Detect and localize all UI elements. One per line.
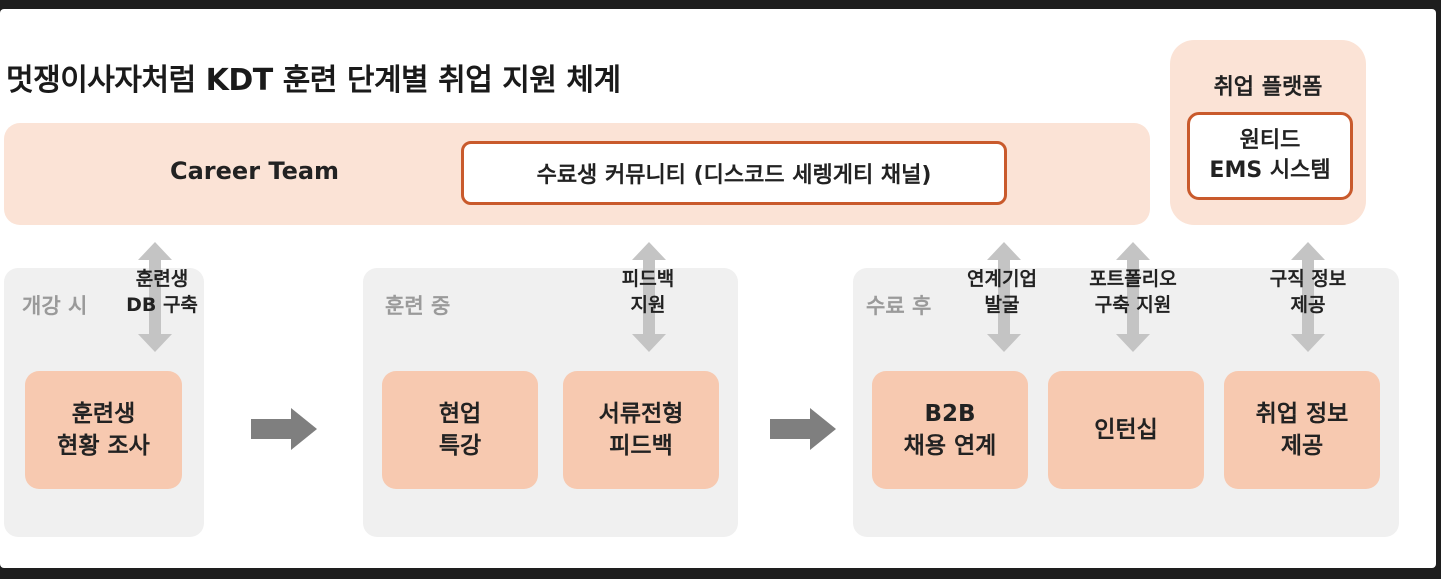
connector-label-partners: 연계기업 발굴 <box>967 267 1037 318</box>
step-job-info: 취업 정보 제공 <box>1224 371 1380 489</box>
right-arrow-icon <box>251 408 317 450</box>
step-line: 제공 <box>1280 433 1324 459</box>
connector-label-jobinfo: 구직 정보 제공 <box>1270 267 1347 318</box>
page-title: 멋쟁이사자처럼 KDT 훈련 단계별 취업 지원 체계 <box>6 63 621 98</box>
step-document-feedback: 서류전형 피드백 <box>563 371 719 489</box>
connector-line: 포트폴리오 <box>1089 268 1177 290</box>
platform-box-line1: 원티드 <box>1239 128 1301 154</box>
connector-line: 연계기업 <box>967 268 1037 290</box>
connector-line: 발굴 <box>984 293 1020 316</box>
double-arrow-icon <box>1116 242 1150 352</box>
step-line: 인턴십 <box>1094 416 1158 443</box>
step-b2b-hiring: B2B 채용 연계 <box>872 371 1028 489</box>
community-box: 수료생 커뮤니티 (디스코드 세렝게티 채널) <box>461 141 1007 205</box>
connector-line: 제공 <box>1290 293 1326 316</box>
double-arrow-icon <box>138 242 172 352</box>
slide: 멋쟁이사자처럼 KDT 훈련 단계별 취업 지원 체계 Career Team … <box>0 9 1436 568</box>
connector-line: 구직 정보 <box>1269 268 1347 290</box>
connector-line: 피드백 <box>621 268 675 290</box>
connector-label-feedback: 피드백 지원 <box>622 267 674 318</box>
connector-line: 구축 지원 <box>1094 293 1172 316</box>
connector-line: 훈련생 <box>135 268 189 290</box>
step-line: 현황 조사 <box>57 433 150 459</box>
step-line: 취업 정보 <box>1255 400 1349 427</box>
connector-line: 지원 <box>630 293 666 316</box>
double-arrow-icon <box>987 242 1021 352</box>
step-industry-lecture: 현업 특강 <box>382 371 538 489</box>
career-team-label: Career Team <box>170 157 340 185</box>
connector-line: DB 구축 <box>126 293 198 316</box>
stage-after-label: 수료 후 <box>866 294 932 318</box>
step-line: 채용 연계 <box>903 433 997 459</box>
step-line: 피드백 <box>609 433 673 459</box>
step-trainee-survey: 훈련생 현황 조사 <box>25 371 182 489</box>
connector-label-portfolio: 포트폴리오 구축 지원 <box>1089 267 1176 318</box>
platform-box: 원티드 EMS 시스템 <box>1187 112 1353 200</box>
platform-label: 취업 플랫폼 <box>1213 75 1323 100</box>
step-line: 서류전형 <box>598 400 684 427</box>
step-line: 특강 <box>438 433 482 459</box>
double-arrow-icon <box>632 242 666 352</box>
double-arrow-icon <box>1291 242 1325 352</box>
connector-label-db: 훈련생 DB 구축 <box>126 267 198 318</box>
right-arrow-icon <box>770 408 836 450</box>
platform-box-line2: EMS 시스템 <box>1209 158 1331 183</box>
step-internship: 인턴십 <box>1048 371 1204 489</box>
stage-during-label: 훈련 중 <box>385 294 451 318</box>
step-line: 훈련생 <box>71 400 136 427</box>
step-line: B2B <box>924 400 976 427</box>
stage-before-label: 개강 시 <box>22 294 88 318</box>
step-line: 현업 <box>438 400 482 427</box>
